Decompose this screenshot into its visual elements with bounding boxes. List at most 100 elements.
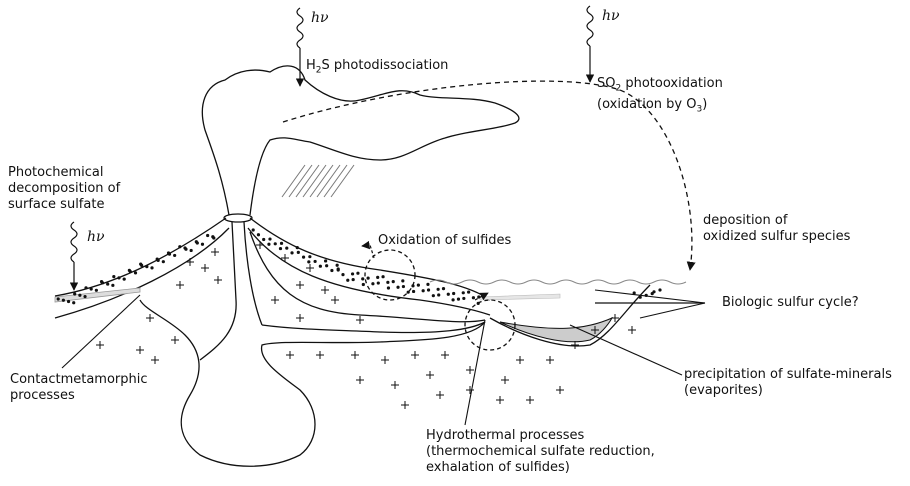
stipple-dot (168, 253, 171, 256)
photon-symbol-so2: hν (602, 8, 620, 24)
stipple-dot (467, 290, 470, 293)
basement-cross (296, 281, 304, 289)
stipple-dot (83, 295, 86, 298)
stipple-dot (457, 298, 460, 301)
stipple-dot (417, 284, 420, 287)
stipple-dot (437, 293, 440, 296)
basement-cross (306, 264, 314, 272)
oxidation-dashed-arrow (362, 245, 374, 258)
stipple-dot (462, 291, 465, 294)
stipple-dot (296, 246, 299, 249)
stipple-dot (341, 273, 344, 276)
basement-cross (96, 341, 104, 349)
stipple-dot (387, 286, 390, 289)
stipple-dot (447, 293, 450, 296)
stipple-dot (178, 245, 181, 248)
stipple-dot (376, 276, 379, 279)
hydrothermal-processes-label: Hydrothermal processes (thermochemical s… (426, 428, 655, 476)
stipple-dot (426, 283, 429, 286)
stipple-dot (257, 233, 260, 236)
stipple-dot (401, 279, 404, 282)
stipple-dot (477, 295, 480, 298)
leader-lines (62, 290, 705, 425)
basement-cross (211, 248, 219, 256)
crater (224, 214, 252, 222)
stipple-dot (134, 271, 137, 274)
h2s-photodissociation-label: H2S photodissociation (306, 58, 448, 79)
stipple-dot (462, 297, 465, 300)
stipple-dot (111, 284, 114, 287)
photon-arrow-surface (71, 222, 77, 290)
stipple-dot (356, 272, 359, 275)
stipple-dot (437, 288, 440, 291)
stipple-dot (407, 291, 410, 294)
basement-cross (466, 366, 474, 374)
stipple-dot (402, 285, 405, 288)
left-flank-lower (55, 228, 229, 318)
basement-cross (331, 296, 339, 304)
basement-cross (496, 396, 504, 404)
stipple-dot (212, 236, 215, 239)
basement-cross (526, 396, 534, 404)
basement-cross (356, 316, 364, 324)
stipple-dot (645, 294, 648, 297)
stipple-dot (371, 282, 374, 285)
left-flank-upper (55, 218, 226, 296)
basement-cross (214, 276, 222, 284)
stipple-dot (62, 299, 65, 302)
stipple-dot (173, 254, 176, 257)
stipple-dot (412, 290, 415, 293)
stipple-dot (411, 284, 414, 287)
stipple-dot (442, 287, 445, 290)
stipple-dot (361, 277, 364, 280)
stipple-dot (252, 228, 255, 231)
so2-photooxidation-label: SO2 photooxidation (oxidation by O3) (597, 76, 723, 117)
stipple-dot (362, 283, 365, 286)
stipple-dot (367, 277, 370, 280)
contact-metamorphic-label: Contactmetamorphic processes (10, 372, 148, 404)
stipple-dot (392, 280, 395, 283)
stipple-dot (472, 296, 475, 299)
stipple-dot (336, 264, 339, 267)
stipple-dot (262, 238, 265, 241)
oxidation-of-sulfides-label: Oxidation of sulfides (378, 233, 511, 249)
stipple-dot (325, 264, 328, 267)
stipple-dot (307, 260, 310, 263)
basement-cross (556, 386, 564, 394)
stipple-dot (112, 275, 115, 278)
volcanic-plume (202, 66, 519, 215)
stipple-dot (184, 248, 187, 251)
basement-cross (176, 281, 184, 289)
stipple-dot (196, 241, 199, 244)
stipple-dot (268, 237, 271, 240)
stipple-dot (150, 266, 153, 269)
photon-symbol-surface: hν (87, 229, 105, 245)
stipple-dot (90, 287, 93, 290)
stipple-dot (381, 275, 384, 278)
basement-cross (501, 376, 509, 384)
stipple-dot (319, 265, 322, 268)
stipple-dot (78, 294, 81, 297)
basement-cross (546, 356, 554, 364)
basement-cross (271, 296, 279, 304)
basement-cross (628, 326, 636, 334)
basement-cross (441, 351, 449, 359)
basement-cross (426, 371, 434, 379)
stipple-dot (302, 256, 305, 259)
basement-cross (411, 351, 419, 359)
stipple-dot (377, 281, 380, 284)
stipple-dot (140, 264, 143, 267)
stipple-dot (290, 251, 293, 254)
deposition-label: deposition of oxidized sulfur species (703, 213, 850, 245)
stipple-dot (285, 246, 288, 249)
basement-cross (401, 401, 409, 409)
stipple-dot (351, 272, 354, 275)
shelf-strip (480, 294, 560, 300)
sea-surface (430, 280, 686, 284)
basement-cross (146, 314, 154, 322)
stipple-dot (95, 289, 98, 292)
stipple-dot (162, 260, 165, 263)
basement-cross (466, 386, 474, 394)
stipple-dot (330, 269, 333, 272)
